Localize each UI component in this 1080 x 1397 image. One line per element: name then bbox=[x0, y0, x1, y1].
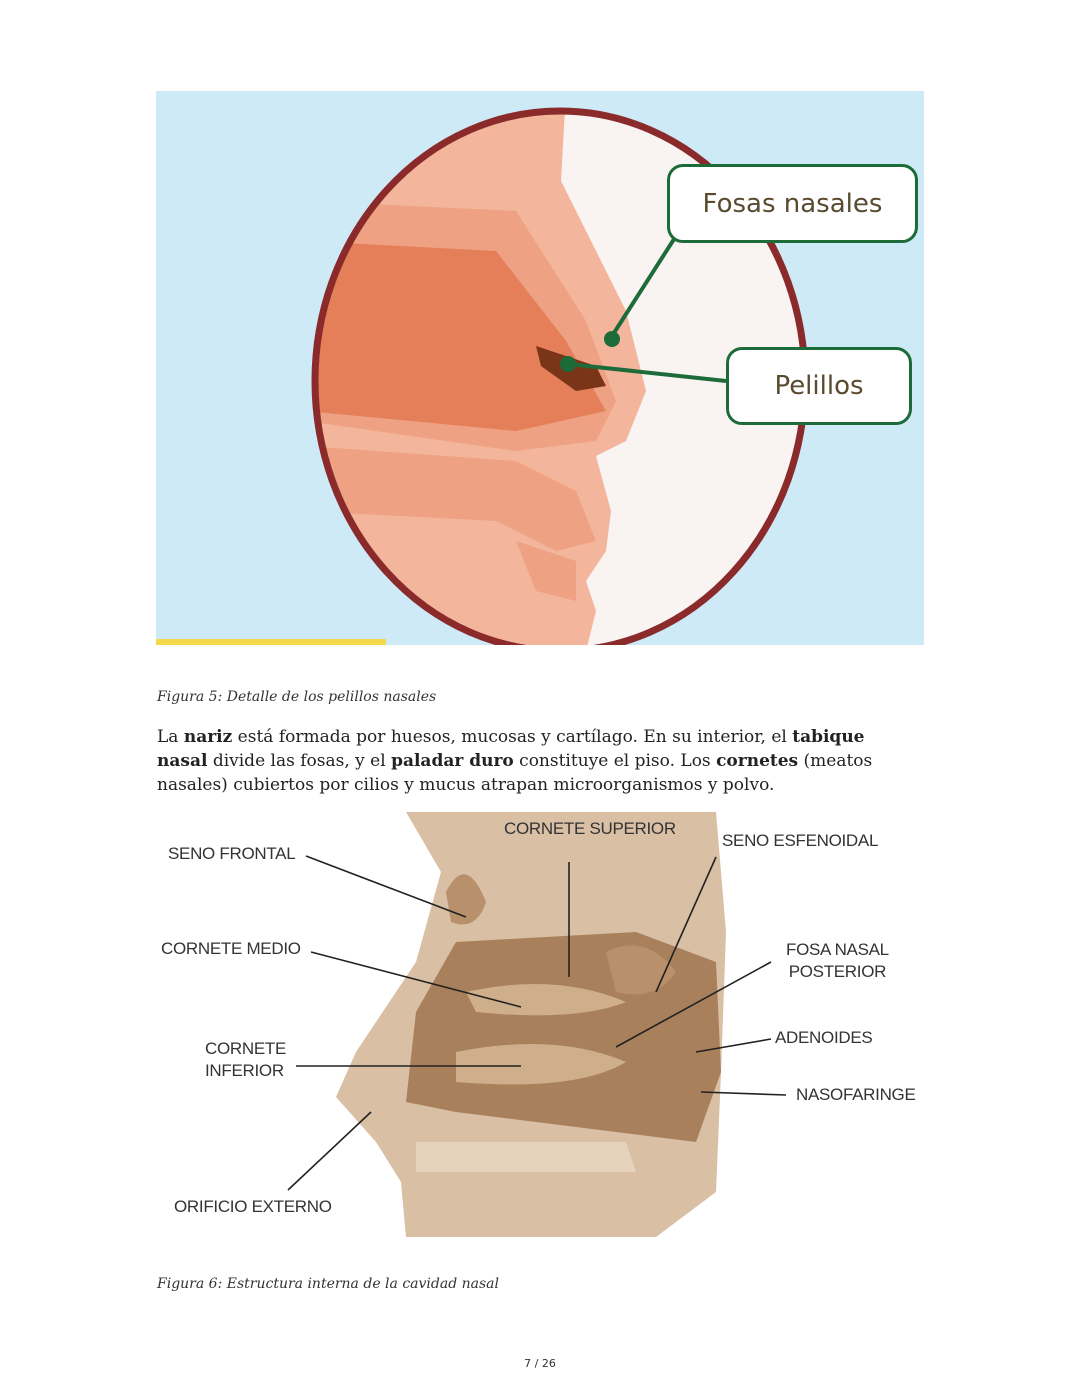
figure-6-nasal-cavity-diagram: SENO FRONTAL CORNETE SUPERIOR SENO ESFEN… bbox=[156, 812, 924, 1237]
page-number: 7 / 26 bbox=[524, 1357, 556, 1370]
label-cornete-inferior: CORNETE INFERIOR bbox=[205, 1038, 286, 1082]
label-nasofaringe: NASOFARINGE bbox=[796, 1085, 916, 1104]
figure-6-caption: Figura 6: Estructura interna de la cavid… bbox=[157, 1276, 499, 1292]
label-seno-frontal: SENO FRONTAL bbox=[168, 844, 296, 863]
label-line: CORNETE bbox=[205, 1039, 287, 1058]
figure-5-caption: Figura 5: Detalle de los pelillos nasale… bbox=[157, 689, 437, 705]
bold-term: nariz bbox=[183, 727, 233, 747]
body-paragraph: La nariz está formada por huesos, mucosa… bbox=[157, 725, 897, 797]
bold-term: cornetes bbox=[716, 751, 799, 771]
text-run: (meatos nasales) cubiertos por cilios y … bbox=[157, 751, 873, 795]
nasal-cavity-illustration bbox=[287, 812, 787, 1237]
label-fosa-nasal-posterior: FOSA NASAL POSTERIOR bbox=[786, 939, 889, 983]
figure-5-nasal-hairs-illustration: Fosas nasales Pelillos bbox=[156, 91, 924, 645]
label-cornete-medio: CORNETE MEDIO bbox=[161, 939, 301, 958]
label-orificio-externo: ORIFICIO EXTERNO bbox=[174, 1197, 332, 1216]
label-seno-esfenoidal: SENO ESFENOIDAL bbox=[722, 831, 879, 850]
text-run: La bbox=[157, 727, 184, 747]
label-line: FOSA NASAL bbox=[786, 940, 889, 959]
callout-pelillos: Pelillos bbox=[726, 347, 912, 425]
bold-term: tabique nasal bbox=[157, 727, 865, 771]
label-cornete-superior: CORNETE SUPERIOR bbox=[504, 819, 676, 838]
nose-illustration bbox=[156, 107, 809, 645]
bold-term: paladar duro bbox=[391, 751, 514, 771]
text-run: divide las fosas, y el bbox=[207, 751, 392, 771]
text-run: constituye el piso. Los bbox=[513, 751, 717, 771]
callout-fosas-nasales: Fosas nasales bbox=[667, 164, 918, 243]
label-line: POSTERIOR bbox=[788, 962, 887, 981]
text-run: está formada por huesos, mucosas y cartí… bbox=[232, 727, 793, 747]
label-line: INFERIOR bbox=[205, 1061, 284, 1080]
label-adenoides: ADENOIDES bbox=[775, 1028, 873, 1047]
